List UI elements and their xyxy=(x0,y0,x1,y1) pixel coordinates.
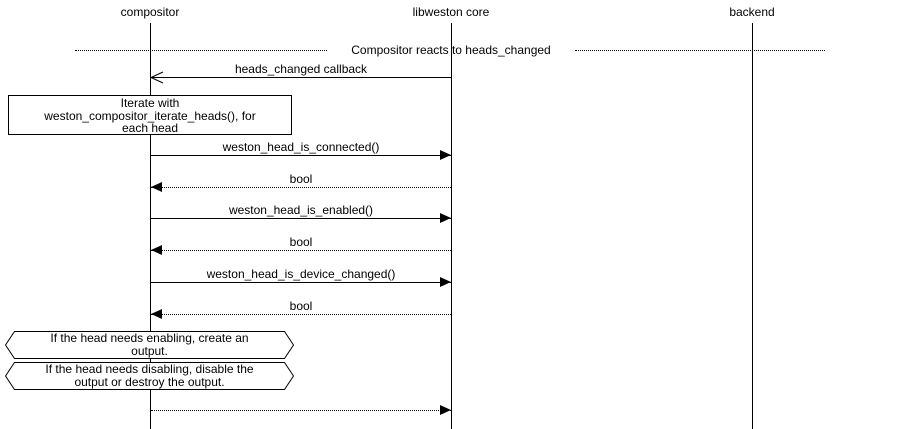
return-label-bool-3: bool xyxy=(289,299,313,313)
message-label-is-device-changed: weston_head_is_device_changed() xyxy=(206,267,396,281)
lifeline-libweston-core xyxy=(451,23,452,429)
arrowhead-filled-left-icon xyxy=(151,182,162,192)
divider-line-left xyxy=(75,50,327,51)
arrowhead-filled-left-icon xyxy=(151,245,162,255)
note-iterate-heads: Iterate with weston_compositor_iterate_h… xyxy=(8,95,292,135)
divider-label: Compositor reacts to heads_changed xyxy=(351,43,551,57)
message-label-is-enabled: weston_head_is_enabled() xyxy=(228,203,374,217)
message-label-is-connected: weston_head_is_connected() xyxy=(222,140,380,154)
note-line: output or destroy the output. xyxy=(74,375,225,389)
arrowhead-filled-right-icon xyxy=(440,405,451,415)
message-line-final xyxy=(151,410,451,411)
note-head-needs-disabling: If the head needs disabling, disable the… xyxy=(5,362,294,390)
note-line: each head xyxy=(121,121,179,135)
hexagon-shape xyxy=(5,331,294,359)
message-line-is-enabled xyxy=(151,218,451,219)
arrowhead-filled-right-icon xyxy=(440,150,451,160)
note-line: If the head needs disabling, disable the xyxy=(45,362,254,376)
note-line: output. xyxy=(131,344,168,358)
message-line-is-device-changed xyxy=(151,282,451,283)
participant-backend: backend xyxy=(729,5,775,19)
lifeline-backend xyxy=(752,23,753,429)
arrowhead-filled-right-icon xyxy=(440,277,451,287)
return-line-bool-3 xyxy=(151,314,451,315)
note-line: If the head needs enabling, create an xyxy=(50,331,249,345)
lifeline-compositor xyxy=(150,23,151,429)
note-line: weston_compositor_iterate_heads(), for xyxy=(44,108,256,123)
note-text: If the head needs enabling, create an ou… xyxy=(5,332,294,358)
return-line-bool-1 xyxy=(151,187,451,188)
message-line-heads-changed-callback xyxy=(151,77,451,78)
message-line-is-connected xyxy=(151,155,451,156)
participant-libweston-core: libweston core xyxy=(412,5,490,19)
message-label-heads-changed-callback: heads_changed callback xyxy=(234,62,368,76)
participant-compositor: compositor xyxy=(120,5,180,19)
hexagon-shape xyxy=(5,362,294,390)
arrowhead-open-left-icon xyxy=(150,71,164,84)
return-line-bool-2 xyxy=(151,250,451,251)
note-text: If the head needs disabling, disable the… xyxy=(5,363,294,389)
arrowhead-filled-left-icon xyxy=(151,309,162,319)
return-label-bool-1: bool xyxy=(289,172,313,186)
note-line: Iterate with xyxy=(120,96,180,110)
divider-line-right xyxy=(575,50,825,51)
note-head-needs-enabling: If the head needs enabling, create an ou… xyxy=(5,331,294,359)
arrowhead-filled-right-icon xyxy=(440,213,451,223)
return-label-bool-2: bool xyxy=(289,235,313,249)
